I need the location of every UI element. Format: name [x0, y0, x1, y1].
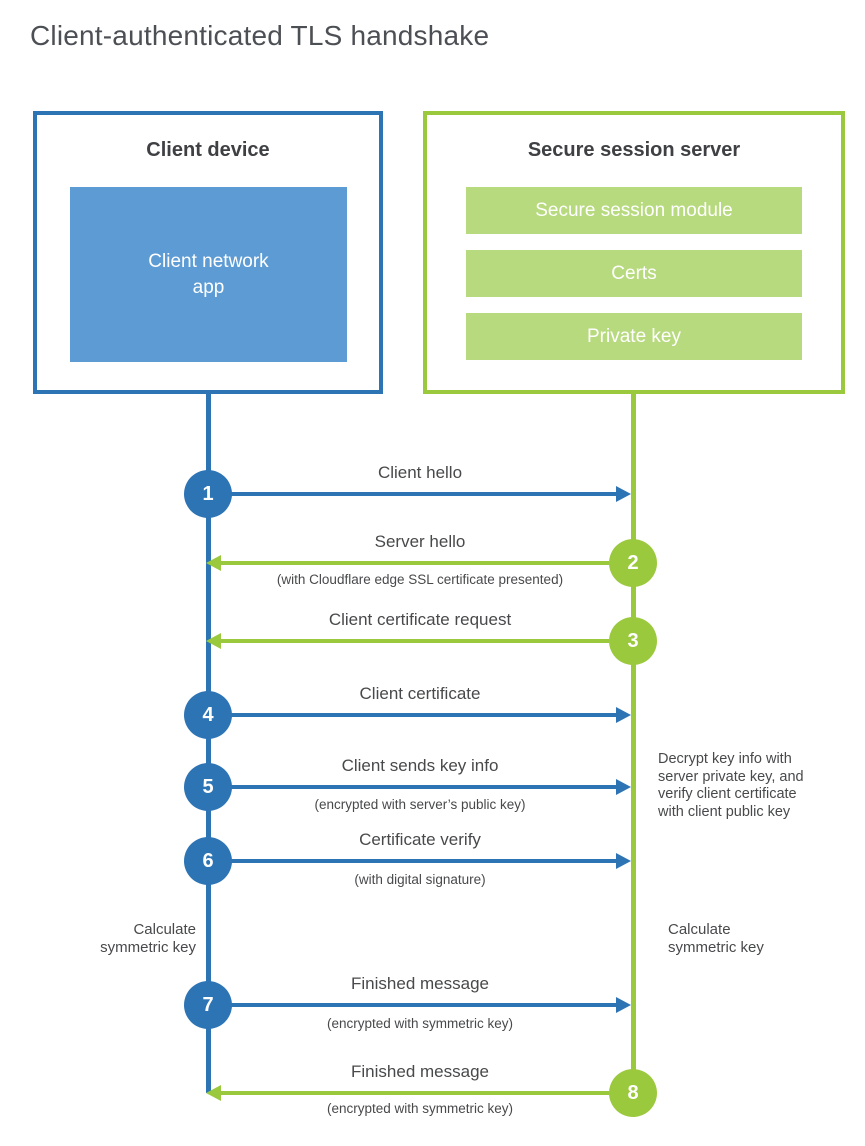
step-5-label: Client sends key info: [341, 756, 499, 775]
arrow-line: [230, 492, 616, 496]
step-1-label: Client hello: [377, 463, 463, 482]
server-box-title: Secure session server: [527, 139, 741, 161]
client-device-title: Client device: [146, 139, 270, 161]
step-6-label: Certificate verify: [359, 830, 481, 849]
arrow-right-icon: [616, 707, 631, 723]
step-3-label: Client certificate request: [328, 610, 512, 629]
step-8-sublabel: (encrypted with symmetric key): [326, 1101, 514, 1116]
arrow-line: [221, 1091, 609, 1095]
arrow-right-icon: [616, 853, 631, 869]
server-module-secure-session: Secure session module: [466, 187, 802, 234]
step-5-badge: 5: [184, 763, 232, 811]
note-decrypt-key-info: Decrypt key info with server private key…: [658, 751, 804, 820]
note-calculate-symmetric-key-left: Calculate symmetric key: [100, 921, 196, 956]
arrow-left-icon: [206, 1085, 221, 1101]
step-1-badge: 1: [184, 470, 232, 518]
arrow-right-icon: [616, 779, 631, 795]
step-2-badge: 2: [609, 539, 657, 587]
arrow-line: [230, 1003, 616, 1007]
arrow-line: [230, 859, 616, 863]
step-6-sublabel: (with digital signature): [354, 872, 486, 887]
step-4-label: Client certificate: [359, 684, 481, 703]
step-2-sublabel: (with Cloudflare edge SSL certificate pr…: [276, 572, 564, 587]
arrow-left-icon: [206, 633, 221, 649]
client-network-app-box: Client network app: [70, 187, 347, 362]
server-module-private-key: Private key: [466, 313, 802, 360]
step-8-label: Finished message: [351, 1062, 489, 1081]
server-lifeline: [631, 392, 636, 1093]
arrow-right-icon: [616, 997, 631, 1013]
step-4-badge: 4: [184, 691, 232, 739]
step-8-badge: 8: [609, 1069, 657, 1117]
arrow-line: [221, 561, 609, 565]
step-7-label: Finished message: [351, 974, 489, 993]
note-calculate-symmetric-key-right: Calculate symmetric key: [668, 921, 764, 956]
server-module-certs: Certs: [466, 250, 802, 297]
arrow-line: [221, 639, 609, 643]
step-6-badge: 6: [184, 837, 232, 885]
step-7-sublabel: (encrypted with symmetric key): [326, 1016, 514, 1031]
arrow-line: [230, 713, 616, 717]
step-7-badge: 7: [184, 981, 232, 1029]
arrow-right-icon: [616, 486, 631, 502]
client-lifeline: [206, 392, 211, 1093]
arrow-left-icon: [206, 555, 221, 571]
arrow-line: [230, 785, 616, 789]
step-2-label: Server hello: [374, 532, 466, 551]
page-title: Client-authenticated TLS handshake: [30, 20, 490, 51]
step-3-badge: 3: [609, 617, 657, 665]
step-5-sublabel: (encrypted with server’s public key): [314, 797, 526, 812]
